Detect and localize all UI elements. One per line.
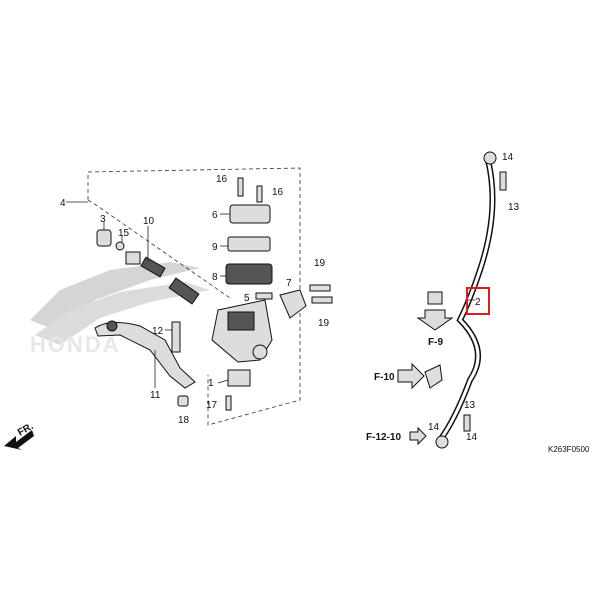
piston-kit: [96, 229, 200, 305]
brake-lever: [94, 320, 196, 389]
direction-arrow-icon: [4, 430, 34, 450]
callout-13b: 13: [464, 400, 476, 411]
screw-16b: [256, 185, 263, 203]
callout-16b: 16: [272, 187, 284, 198]
callout-13a: 13: [508, 202, 520, 213]
callout-9: 9: [212, 242, 218, 253]
bolt-13-upper: [499, 171, 507, 191]
banjo-lower: [435, 435, 449, 449]
callout-19b: 19: [318, 318, 330, 329]
screw-5: [255, 292, 273, 300]
clamp-f10: [424, 364, 443, 389]
pivot-bolt: [171, 321, 181, 353]
callout-19a: 19: [314, 258, 326, 269]
callout-2: 2: [475, 297, 481, 308]
f9-arrow: [416, 309, 454, 331]
plate: [227, 236, 271, 252]
callout-5: 5: [244, 293, 250, 304]
holder: [279, 289, 307, 319]
callout-12: 12: [152, 326, 164, 337]
callout-1: 1: [208, 378, 214, 389]
switch: [227, 369, 251, 387]
callout-17: 17: [206, 400, 218, 411]
clamp-f9: [427, 291, 443, 305]
f10-arrow: [397, 362, 425, 390]
callout-3: 3: [100, 214, 106, 225]
callout-10: 10: [143, 216, 155, 227]
bolt-19a: [309, 284, 331, 292]
diagram-code: K263F0500: [548, 445, 590, 454]
callout-8: 8: [212, 272, 218, 283]
callout-6: 6: [212, 210, 218, 221]
bolt-17: [225, 395, 232, 411]
exploded-frame: [87, 167, 301, 426]
callout-4: 4: [60, 198, 66, 209]
ref-f9: F-9: [428, 337, 443, 348]
honda-wing-watermark: HONDA: [30, 262, 210, 357]
callout-14a: 14: [502, 152, 514, 163]
callout-7: 7: [286, 278, 292, 289]
callout-11: 11: [150, 390, 161, 401]
boot-18: [177, 395, 189, 407]
callout-14c: 14: [466, 432, 478, 443]
callout-15: 15: [118, 228, 130, 239]
callout-16a: 16: [216, 174, 228, 185]
highlight-box: [466, 287, 490, 315]
reservoir-cap: [229, 204, 271, 224]
master-cylinder: [211, 299, 273, 363]
banjo-upper: [483, 151, 497, 165]
callout-18: 18: [178, 415, 190, 426]
ref-f1210: F-12-10: [366, 432, 401, 443]
diaphragm: [225, 263, 273, 285]
callout-14b: 14: [428, 422, 440, 433]
bolt-13-lower: [463, 414, 471, 432]
bolt-19b: [311, 296, 333, 304]
screw-16a: [237, 177, 244, 197]
ref-f10: F-10: [374, 372, 395, 383]
f1210-arrow: [409, 426, 427, 446]
